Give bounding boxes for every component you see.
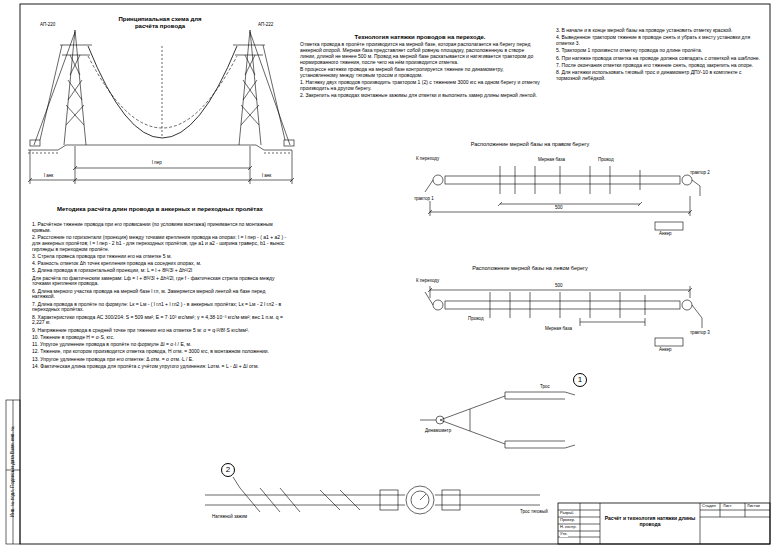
drawing-label: Анкер — [659, 231, 672, 236]
drawing-label: К переходу — [416, 278, 439, 283]
drawing-label: 12. Тяжение, при котором производится от… — [32, 349, 287, 355]
drawing-label: Трос тяговый — [520, 509, 548, 514]
drawing-label: 6. Длина мерного участка провода на мерн… — [32, 289, 287, 301]
drawing-label: 5. Трактором 1 произвести отметку провод… — [556, 48, 764, 54]
drawing-label: трактор 1 — [414, 196, 434, 201]
drawing-label: Мерная база — [545, 326, 572, 331]
drawing-label: 500 — [555, 283, 563, 288]
drawing-label: 4. Выведенное трактором тяжение в провод… — [556, 35, 764, 47]
drawing-label: l анк — [44, 173, 53, 178]
drawing-label: Разраб. — [560, 511, 574, 516]
drawing-label: 8. Характеристики провода АС 300/204: S … — [32, 315, 287, 327]
drawing-label: 11. Упругое удлинение провода в пролёте … — [32, 342, 287, 348]
drawing-label: К переходу — [416, 156, 439, 161]
drawing-label: Провод — [598, 157, 614, 162]
drawing-label: В процессе натяжки провода на мерной баз… — [300, 67, 540, 79]
drawing-label: Расчёт и технология натяжки длины провод… — [602, 516, 698, 528]
drawing-label: АП-222 — [258, 22, 273, 27]
drawing-label: 7. После окончания отметки провода его т… — [556, 63, 764, 69]
drawing-label: Провод — [468, 316, 484, 321]
drawing-label: Стадия — [702, 504, 716, 509]
drawing-label: 500 — [555, 205, 563, 210]
drawing-label: 3. Стрела провеса провода при тяжении ег… — [32, 254, 287, 260]
drawing-label: Принципиальная схема для расчёта провода — [110, 16, 210, 30]
drawing-label: l анк — [262, 173, 271, 178]
drawing-label: l пер — [152, 160, 162, 165]
drawing-label: Утв. — [560, 532, 568, 537]
drawing-label: Методика расчёта длин провода в анкерных… — [30, 206, 290, 213]
drawing-label: Динамометр — [425, 428, 451, 433]
callout-circle: 1 — [573, 373, 587, 387]
drawing-label: 6. При натяжке провода отметка на провод… — [556, 56, 764, 62]
drawing-label: 8. Для натяжки использовать тяговый трос… — [556, 70, 764, 82]
callout-number: 1 — [578, 376, 582, 384]
drawing-label: Инв. № подл. Подпись и дата Взам. инв. № — [10, 402, 15, 542]
drawing-label: Лист — [723, 504, 732, 509]
drawing-label: 10. Тяжение в проводе Н = σ·S, кгс. — [32, 335, 287, 341]
drawing-label: Расположение мерной базы на левом берегу — [440, 265, 620, 271]
drawing-label: 13. Упругое удлинение провода при его от… — [32, 357, 287, 363]
drawing-label: 1. Расчётное тяжение провода при его про… — [32, 222, 287, 234]
drawing-label: Мерная база — [538, 157, 565, 162]
drawing-label: Н. контр. — [560, 525, 577, 530]
drawing-label: 2. Закрепить на проводах монтажные зажим… — [300, 93, 540, 99]
drawing-label: 5. Длина провода в горизонтальной проекц… — [32, 268, 287, 274]
drawing-label: Натяжной зажим — [212, 514, 247, 519]
drawing-label: 2. Расстояние по горизонтали (проекция) … — [32, 235, 287, 252]
drawing-label: 4. Разность отметок Δh точек крепления п… — [32, 261, 287, 267]
drawing-label: 14. Фактическая длина провода для пролёт… — [32, 364, 287, 370]
drawing-label: трактор 3 — [690, 330, 710, 335]
callout-number: 2 — [226, 466, 230, 474]
drawing-label: Листов — [747, 504, 760, 509]
drawing-label: 9. Напряжение провода в средней точке пр… — [32, 328, 287, 334]
drawing-label: Анкер — [659, 347, 672, 352]
drawing-label: 1. Натяжку двух проводов производить тра… — [300, 80, 540, 92]
callout-circle: 2 — [221, 463, 235, 477]
drawing-label: АП-220 — [40, 22, 55, 27]
drawing-label: Трос — [540, 384, 550, 389]
drawing-label: трактор 2 — [690, 170, 710, 175]
drawing-label: Для расчёта по фактическим замерам: Lф =… — [32, 276, 287, 288]
drawing-label: Отметка провода в пролёте производится н… — [300, 42, 540, 65]
drawing-label: 3. В начале и в конце мерной базы на про… — [556, 28, 764, 34]
drawing-label: Расположение мерной базы на правом берег… — [440, 141, 620, 147]
drawing-label: Технология натяжки проводов на переходе. — [300, 34, 540, 41]
drawing-label: Провер. — [560, 518, 575, 523]
drawing-label: 7. Длина провода в пролёте по формуле: L… — [32, 302, 287, 314]
